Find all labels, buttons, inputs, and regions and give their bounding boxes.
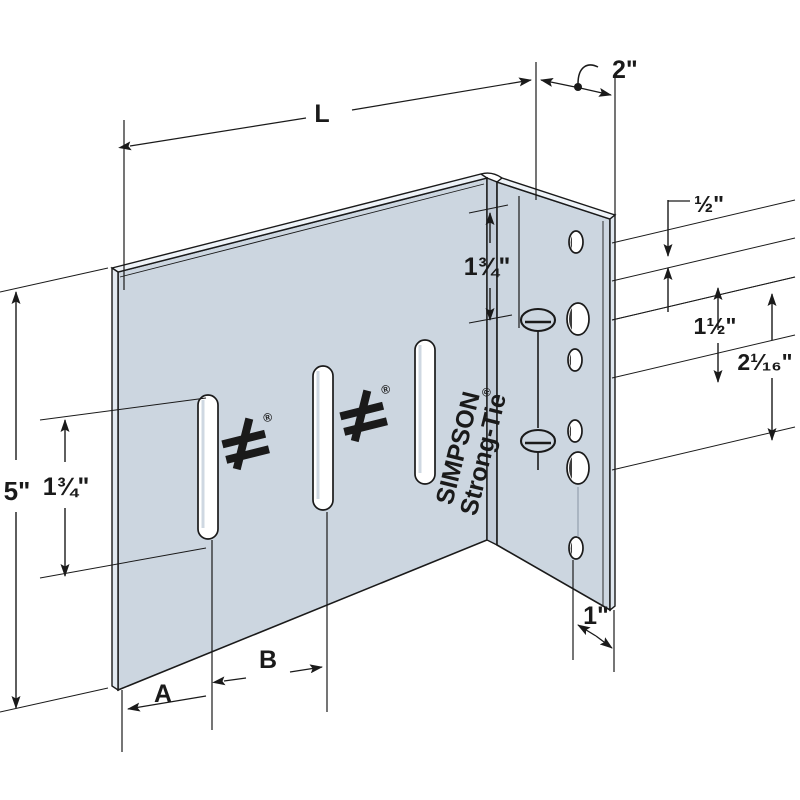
logo-registered-2: ® bbox=[380, 382, 392, 398]
logo-registered-1: ® bbox=[262, 410, 274, 426]
plate-assembly: ® ® SIMPSON Strong-Tie ® bbox=[110, 172, 617, 692]
dimension-label-half-in: ½" bbox=[694, 191, 724, 217]
flange-hole-3-small bbox=[567, 348, 583, 372]
plate-slots bbox=[197, 339, 436, 540]
flange-hole-2-large bbox=[566, 302, 590, 336]
plate-right-flange bbox=[495, 177, 617, 612]
flange-hole-4-small bbox=[567, 419, 583, 443]
dimension-overall-length: L bbox=[118, 62, 537, 290]
brand-registered-mark: ® bbox=[479, 386, 495, 398]
dimension-label-slot-height: 1¾" bbox=[43, 473, 90, 501]
dimension-label-5in: 5" bbox=[4, 476, 31, 506]
slot-1 bbox=[197, 394, 219, 540]
slot-centerlines bbox=[211, 512, 328, 700]
dimension-label-2-1-16-in: 2¹⁄₁₆" bbox=[737, 349, 792, 375]
flange-hole-5-large bbox=[566, 451, 590, 485]
emboss-mark-1 bbox=[519, 307, 557, 333]
dimension-top-offset: 2" bbox=[540, 56, 638, 215]
dimension-label-1in: 1" bbox=[583, 602, 609, 630]
plate-main-face bbox=[110, 173, 489, 692]
dimension-hole-spacing-total: 2¹⁄₁₆" bbox=[611, 276, 796, 471]
slot-2 bbox=[312, 365, 334, 511]
logo-mark-group: ® ® bbox=[221, 382, 392, 471]
slot-3 bbox=[414, 339, 436, 485]
logo-mark-2: ® bbox=[339, 382, 392, 443]
dimension-label-top-hole-offset: 1¾" bbox=[464, 253, 511, 281]
flange-holes bbox=[566, 230, 590, 560]
dimension-slot-height: 1¾" bbox=[39, 397, 207, 579]
flange-hole-6-small bbox=[568, 536, 584, 560]
dimension-hole-edge-offset: ½" bbox=[611, 191, 796, 312]
dimension-flange-bottom-offset: 1" bbox=[572, 560, 615, 672]
logo-mark-1: ® bbox=[221, 410, 274, 471]
flange-hole-1-small bbox=[568, 230, 584, 254]
dimension-label-2in: 2" bbox=[612, 56, 638, 84]
dimension-label-A: A bbox=[154, 680, 172, 708]
emboss-marks bbox=[519, 307, 557, 470]
dimension-top-hole-offset: 1¾" bbox=[464, 196, 520, 328]
dimension-label-1half-in: 1½" bbox=[694, 313, 737, 339]
dimension-label-B: B bbox=[259, 646, 277, 674]
dimension-label-L: L bbox=[314, 100, 329, 128]
dimension-overall-height: 5" bbox=[0, 267, 109, 713]
